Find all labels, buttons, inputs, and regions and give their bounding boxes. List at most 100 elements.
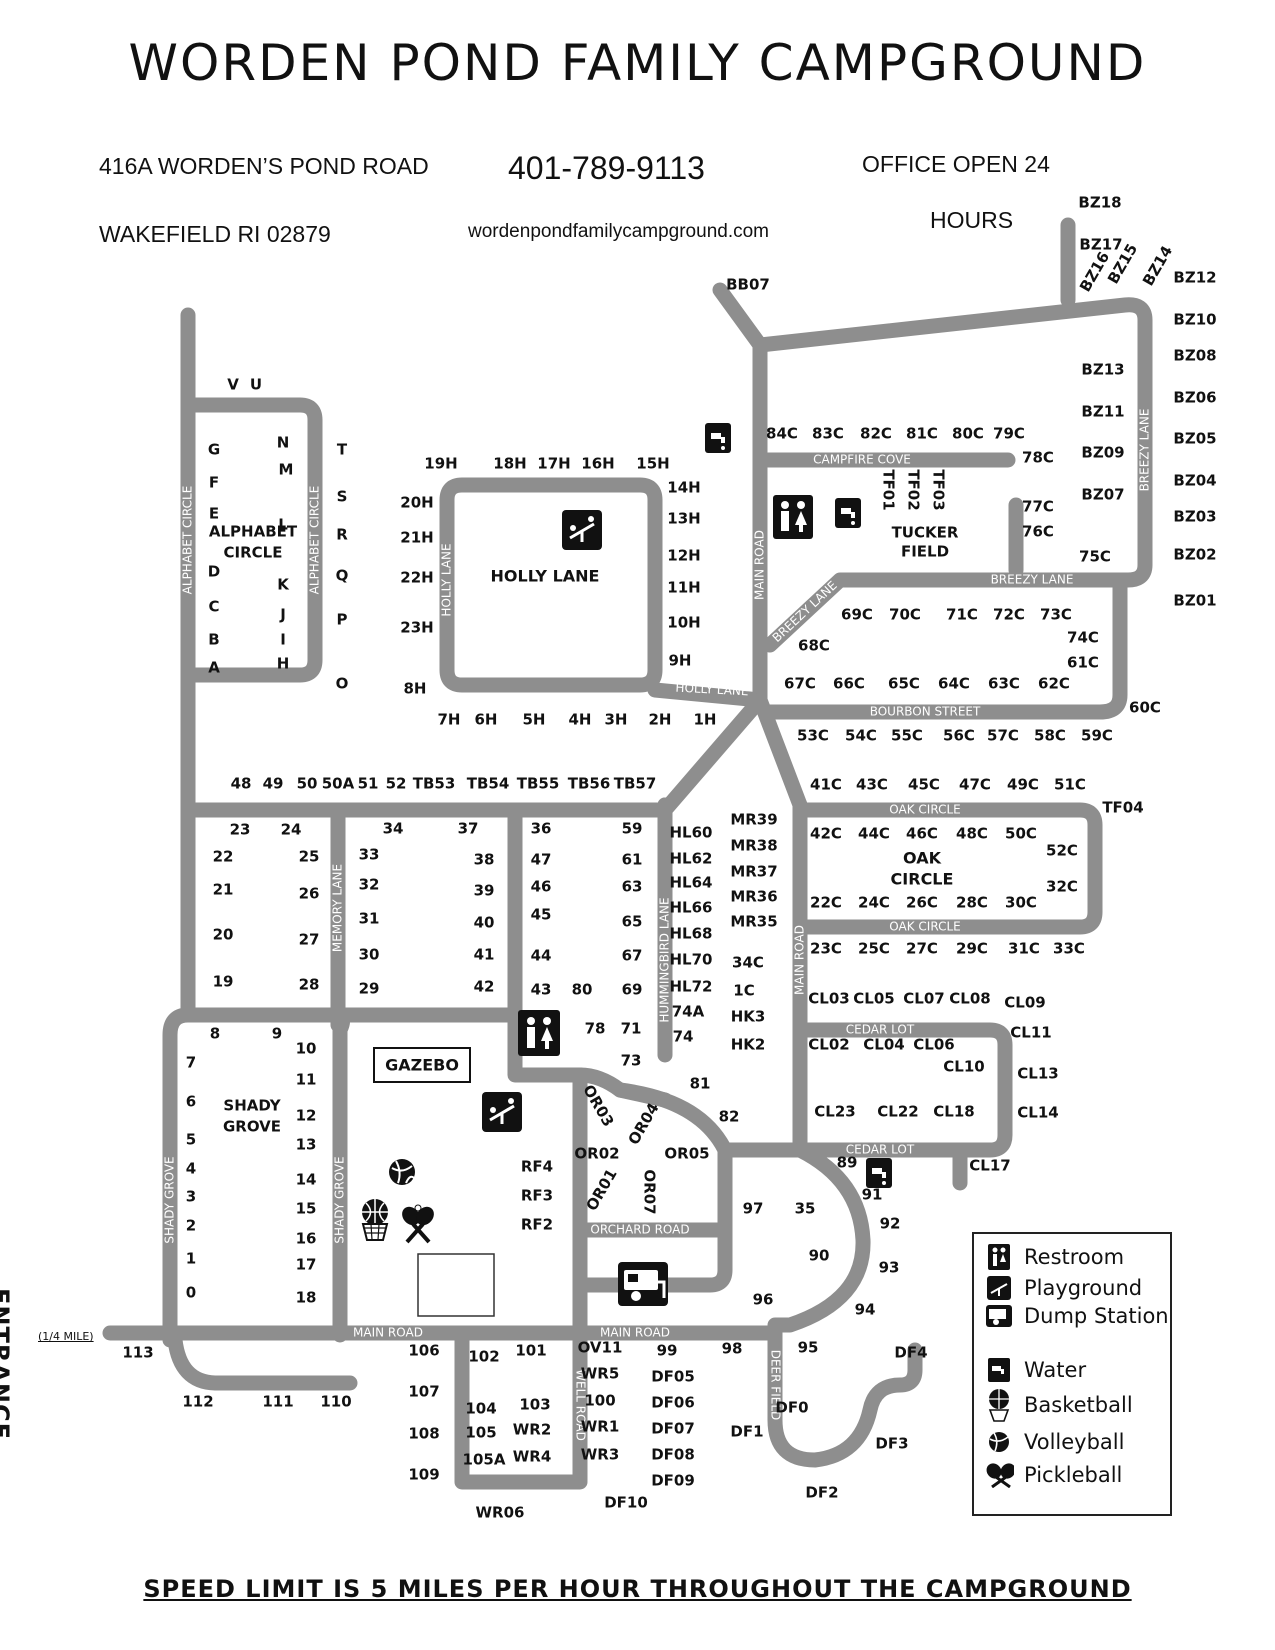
campsite-label: 48: [231, 775, 252, 793]
legend-item-volleyball: Volleyball: [974, 1429, 1124, 1455]
campsite-label: 2: [186, 1217, 196, 1235]
campsite-label: 46: [531, 878, 552, 896]
campsite-label: DF06: [651, 1394, 695, 1412]
campsite-label: O: [336, 675, 349, 693]
road-label: MEMORY LANE: [331, 864, 345, 952]
basketball-icon: [361, 1199, 389, 1241]
legend-item-playground: Playground: [974, 1275, 1142, 1301]
campsite-label: 104: [465, 1400, 496, 1418]
campsite-label: 74: [673, 1028, 694, 1046]
campsite-label: TB54: [467, 775, 510, 793]
campsite-label: 43C: [856, 776, 888, 794]
campsite-label: TB55: [517, 775, 560, 793]
campsite-label: 1H: [694, 711, 717, 729]
campsite-label: 60C: [1129, 699, 1161, 717]
campsite-label: 109: [408, 1466, 439, 1484]
campsite-label: 2H: [649, 711, 672, 729]
campsite-label: 1: [186, 1250, 196, 1268]
campsite-label: 44: [531, 947, 552, 965]
campsite-label: 91: [862, 1186, 883, 1204]
campsite-label: BZ08: [1173, 347, 1216, 365]
campsite-label: 15H: [636, 455, 669, 473]
campsite-label: BZ06: [1173, 389, 1216, 407]
campsite-label: 26: [299, 885, 320, 903]
campsite-label: CL05: [853, 990, 894, 1008]
area-tucker-1: TUCKER: [892, 524, 959, 542]
campsite-label: 106: [408, 1342, 439, 1360]
campsite-label: 14H: [667, 479, 700, 497]
campsite-label: BZ12: [1173, 269, 1216, 287]
campsite-label: G: [208, 441, 220, 459]
restroom-icon: [984, 1244, 1014, 1270]
campsite-label: CL03: [808, 990, 849, 1008]
campsite-label: M: [279, 461, 294, 479]
campsite-label: E: [209, 505, 219, 523]
campsite-label: 16H: [581, 455, 614, 473]
campsite-label: 90: [809, 1247, 830, 1265]
road-label: HOLLY LANE: [440, 543, 454, 616]
campsite-label: 82: [719, 1108, 740, 1126]
campsite-label: 67: [622, 947, 643, 965]
campsite-label: 22: [213, 848, 234, 866]
campsite-label: HL70: [670, 951, 713, 969]
campsite-label: TF02: [905, 469, 923, 510]
campsite-label: 64C: [938, 675, 970, 693]
campsite-label: R: [336, 526, 348, 544]
campsite-label: CL14: [1017, 1104, 1058, 1122]
campsite-label: MR35: [730, 913, 777, 931]
campsite-label: 19: [213, 973, 234, 991]
campsite-label: 39: [474, 882, 495, 900]
address-line-1: 416A WORDEN’S POND ROAD: [99, 153, 429, 179]
campsite-label: 17: [296, 1256, 317, 1274]
road-label: BREEZY LANE: [770, 578, 840, 645]
road-label: OAK CIRCLE: [889, 803, 960, 817]
campsite-label: BZ05: [1173, 430, 1216, 448]
water-icon: [835, 498, 861, 528]
campsite-label: WR1: [581, 1418, 620, 1436]
campsite-label: 30C: [1005, 894, 1037, 912]
campsite-label: 67C: [784, 675, 816, 693]
campsite-label: 37: [458, 820, 479, 838]
campsite-label: OV11: [578, 1339, 623, 1357]
campsite-label: 71C: [946, 606, 978, 624]
road-label: OAK CIRCLE: [889, 920, 960, 934]
legend-label: Playground: [1024, 1276, 1143, 1300]
campsite-label: WR2: [513, 1421, 552, 1439]
campsite-label: OR02: [574, 1145, 619, 1163]
campsite-label: DF3: [875, 1435, 908, 1453]
road-label: MAIN ROAD: [793, 925, 807, 995]
campsite-label: MR39: [730, 811, 777, 829]
campsite-label: 4: [186, 1160, 196, 1178]
area-tucker-2: FIELD: [901, 543, 949, 561]
dump-station-icon: [984, 1303, 1014, 1329]
campsite-label: 79C: [993, 425, 1025, 443]
road-label: MAIN ROAD: [353, 1326, 423, 1340]
playground-icon: [984, 1275, 1014, 1301]
campsite-label: DF05: [651, 1368, 695, 1386]
campsite-label: 80C: [952, 425, 984, 443]
campsite-label: WR3: [581, 1446, 620, 1464]
campsite-label: 69: [622, 981, 643, 999]
campsite-label: 49C: [1007, 776, 1039, 794]
campsite-label: Q: [336, 567, 349, 585]
water-icon: [866, 1158, 892, 1188]
campsite-label: 28C: [956, 894, 988, 912]
office-hours-2: HOURS: [930, 207, 1014, 233]
campsite-label: 56C: [943, 727, 975, 745]
road-label: SHADY GROVE: [163, 1156, 177, 1243]
road-label: HOLLY LANE: [675, 681, 749, 699]
campsite-label: 20H: [400, 494, 433, 512]
campsite-label: BZ14: [1139, 243, 1176, 289]
campsite-label: 6: [186, 1093, 196, 1111]
website[interactable]: wordenpondfamilycampground.com: [468, 221, 769, 242]
campsite-label: OR01: [582, 1166, 620, 1214]
page-title: WORDEN POND FAMILY CAMPGROUND: [128, 34, 1147, 92]
road-label: ALPHABET CIRCLE: [308, 486, 322, 595]
campsite-label: 17H: [537, 455, 570, 473]
campsite-label: MR36: [730, 888, 777, 906]
road-network: [102, 217, 1153, 1490]
campsite-label: 7H: [438, 711, 461, 729]
campsite-label: CL09: [1004, 994, 1045, 1012]
campsite-label: 23: [230, 821, 251, 839]
